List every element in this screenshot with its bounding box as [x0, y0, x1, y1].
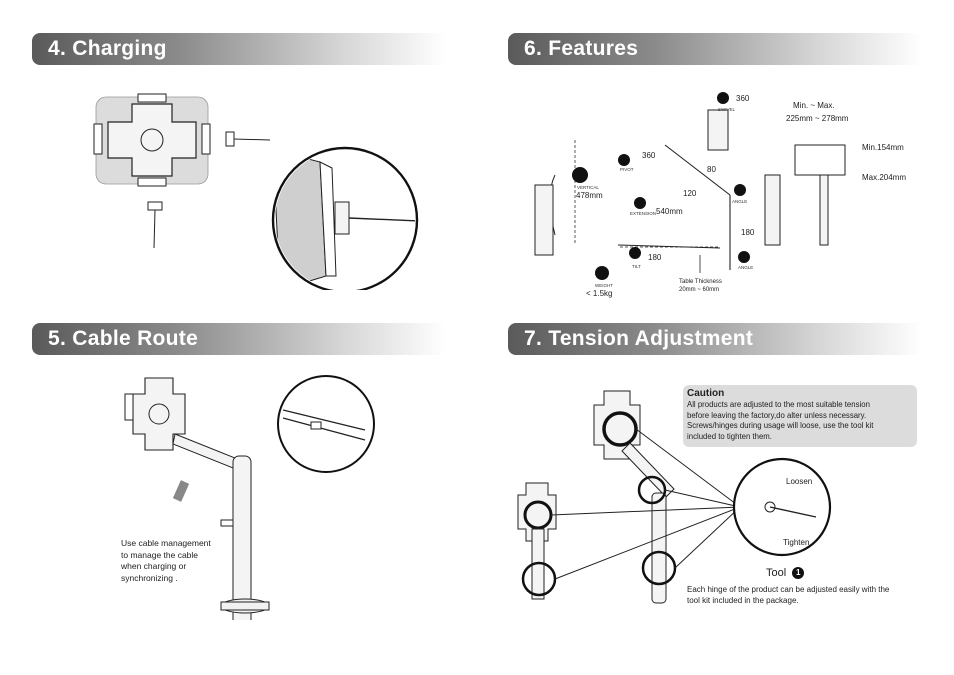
table-thickness-title: Table Thickness — [679, 279, 722, 285]
tilt-angle: 180 — [648, 253, 662, 262]
hinge-note-line: tool kit included in the package. — [687, 595, 799, 605]
hinge-note: Each hinge of the product can be adjuste… — [687, 585, 889, 606]
features-diagram — [534, 92, 846, 280]
angle1-angle: 80 — [707, 165, 716, 174]
width-range: 225mm ~ 278mm — [786, 114, 849, 123]
cable-route-illustration — [124, 375, 375, 620]
tool-text: Tool — [766, 567, 787, 579]
section-title-features: 6. Features — [508, 33, 922, 65]
table-thickness-range: 20mm ~ 60mm — [679, 287, 720, 293]
section-title-cable-route: 5. Cable Route — [32, 323, 446, 355]
section-title-charging: 4. Charging — [32, 33, 446, 65]
charging-illustration — [93, 93, 419, 290]
tighten-label: Tighten — [783, 538, 810, 547]
tilt-label: TILT — [632, 264, 641, 269]
extension-label: EXTENSION — [630, 211, 657, 216]
section-title-tension-adjustment: 7. Tension Adjustment — [508, 323, 922, 355]
tool-label: Tool 1 — [766, 567, 805, 579]
tool-number-badge: 1 — [792, 567, 805, 579]
caution-line: before leaving the factory,do alter unle… — [687, 410, 867, 420]
caution-line: All products are adjusted to the most su… — [687, 400, 870, 409]
height-min: Min.154mm — [862, 143, 904, 152]
caution-title: Caution — [687, 388, 725, 399]
angle2-value: 180 — [741, 228, 755, 237]
width-title: Min. ~ Max. — [793, 101, 835, 110]
angle2-label: ANGLE — [738, 265, 754, 270]
angle1-value: 120 — [683, 189, 697, 198]
cable-route-note-line: Use cable management — [121, 538, 211, 548]
vertical-label: VERTICAL — [577, 185, 599, 190]
tension-adjustment-illustration — [517, 390, 832, 604]
cable-route-note-line: synchronizing . — [121, 572, 178, 583]
angle1-label: ANGLE — [732, 199, 748, 204]
caution-line: included to tighten them. — [687, 431, 772, 441]
swivel-angle: 360 — [736, 94, 750, 103]
cable-route-note: Use cable management to manage the cable… — [121, 538, 211, 584]
pivot-label: PIVOT — [620, 167, 634, 172]
loosen-label: Loosen — [786, 477, 813, 486]
caution-box: Caution All products are adjusted to the… — [683, 385, 917, 447]
vertical-height: 478mm — [576, 191, 603, 200]
hinge-note-line: Each hinge of the product can be adjuste… — [687, 585, 890, 594]
cable-route-note-line: to manage the cable — [121, 549, 199, 560]
extension-length: 540mm — [656, 207, 683, 216]
pivot-angle: 360 — [642, 151, 656, 160]
swivel-label: SWIVEL — [718, 107, 736, 112]
height-max: Max.204mm — [862, 173, 907, 182]
weight-label: WEIGHT — [595, 283, 613, 288]
cable-route-note-line: when charging or — [121, 561, 187, 571]
weight-value: < 1.5kg — [586, 289, 613, 298]
caution-line: Screws/hinges during usage will loose, u… — [687, 421, 874, 430]
